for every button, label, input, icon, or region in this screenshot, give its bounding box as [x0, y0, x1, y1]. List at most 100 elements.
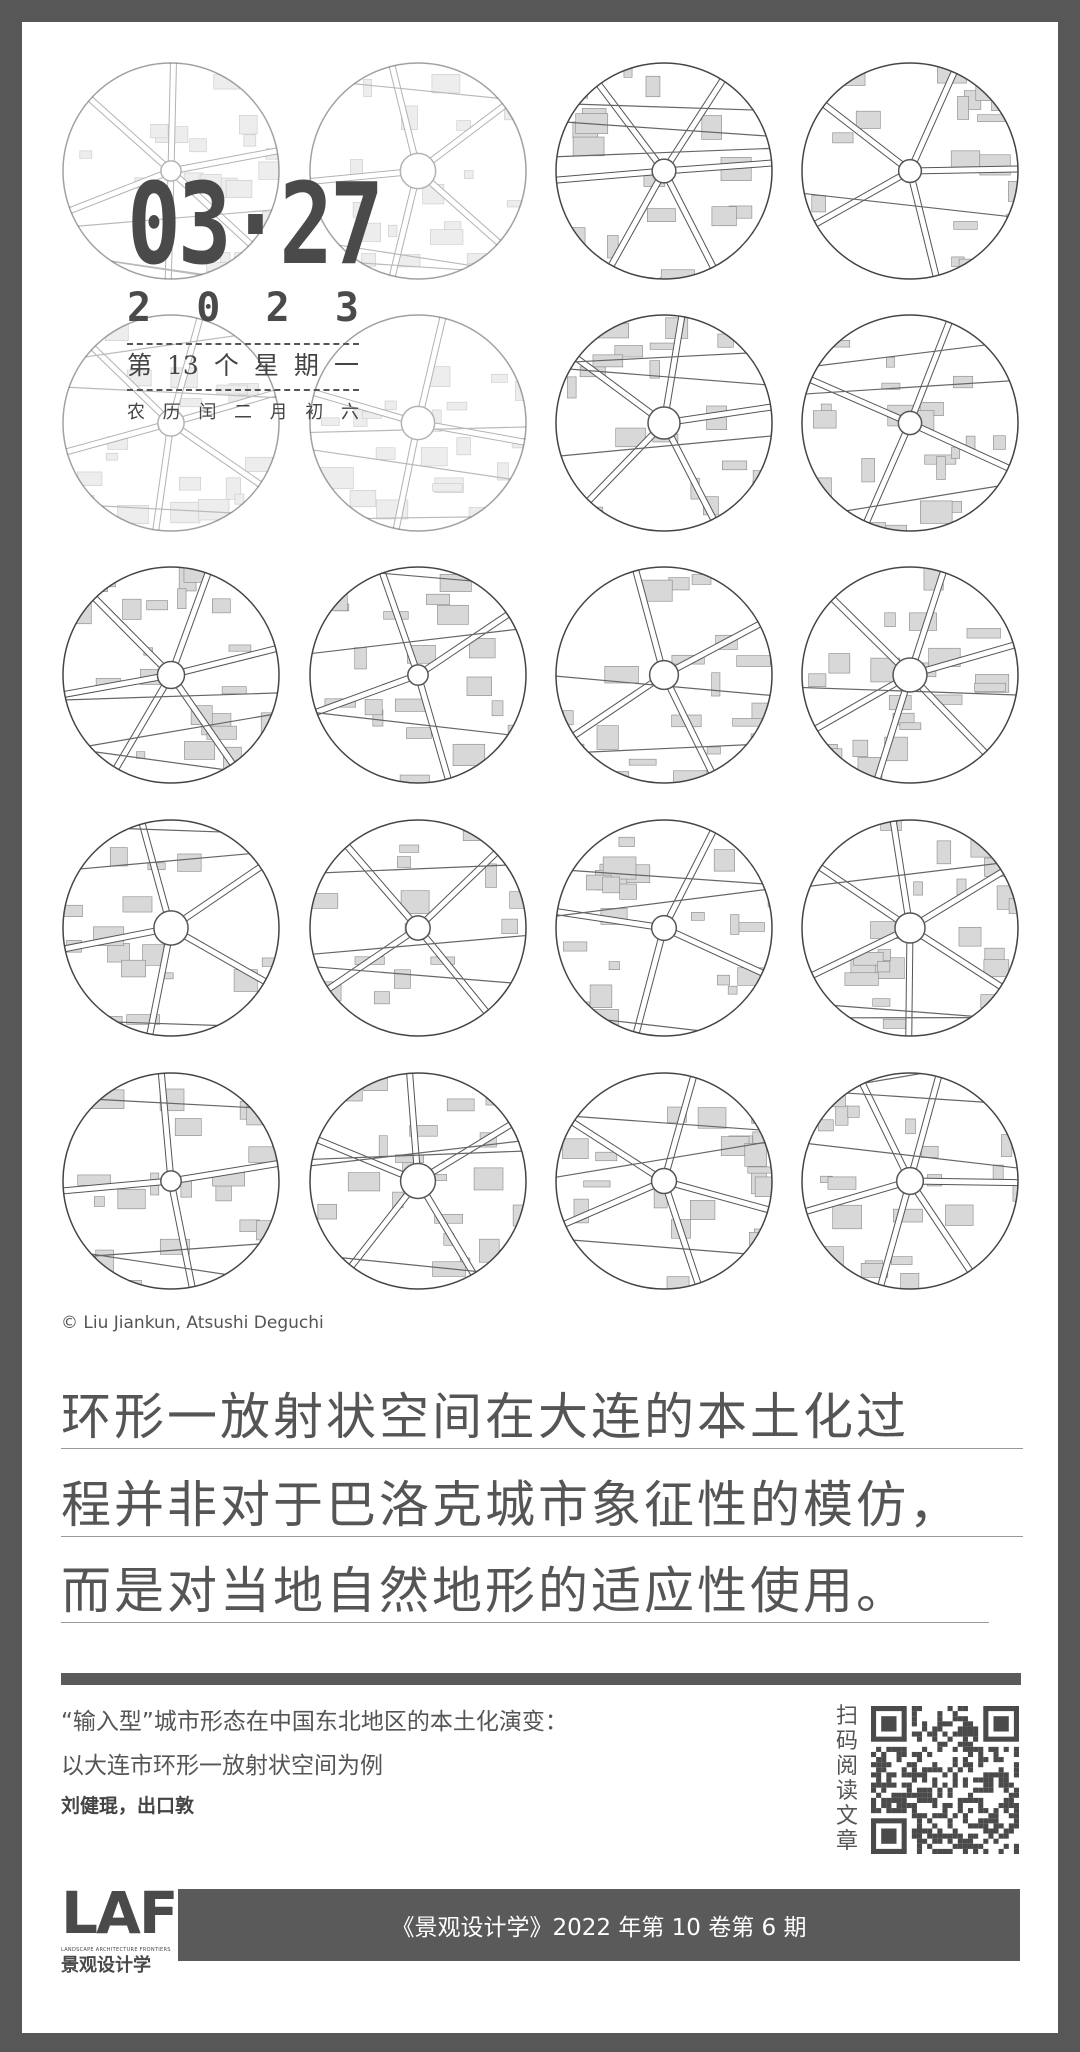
qr-finder [993, 1716, 1009, 1732]
qr-module [1013, 1848, 1019, 1854]
map-circle [802, 1073, 1018, 1289]
qr-module [988, 1828, 994, 1834]
lunar-char: 六 [340, 402, 359, 423]
qr-module [967, 1843, 974, 1849]
qr-module [916, 1751, 923, 1758]
qr-module [1003, 1833, 1009, 1839]
qr-label: 扫码阅读文章 [836, 1704, 859, 1854]
lunar-char: 历 [162, 402, 181, 423]
qr-module [952, 1711, 958, 1717]
qr-module [937, 1721, 943, 1727]
qr-module [1013, 1746, 1019, 1752]
qr-module [1013, 1792, 1019, 1798]
qr-module [927, 1792, 933, 1798]
qr-module [967, 1741, 974, 1747]
qr-module [901, 1797, 907, 1803]
qr-module [911, 1767, 917, 1773]
qr-module [1008, 1813, 1014, 1819]
year-digit: 2 [265, 285, 290, 331]
qr-module [993, 1751, 999, 1758]
qr-module [947, 1792, 953, 1798]
qr-module [932, 1838, 938, 1844]
qr-module [876, 1782, 882, 1788]
lunar-char: 农 [127, 402, 145, 423]
qr-module [922, 1772, 928, 1778]
qr-module [937, 1792, 943, 1798]
qr-module [993, 1808, 999, 1814]
qr-module [932, 1833, 938, 1839]
qr-module [937, 1711, 943, 1717]
qr-module [1013, 1787, 1019, 1793]
qr-module [962, 1706, 968, 1712]
qr-module [942, 1808, 948, 1814]
qr-module [957, 1716, 963, 1722]
map-circle-outline [801, 1072, 1019, 1290]
qr-module [998, 1823, 1004, 1829]
qr-module [973, 1797, 979, 1803]
map-circle-outline [801, 314, 1019, 532]
qr-module [962, 1757, 968, 1763]
qr-module [876, 1777, 882, 1783]
map-circle [310, 1073, 526, 1289]
qr-module [973, 1731, 979, 1737]
qr-module [1003, 1746, 1009, 1752]
quote-text: 而是对当地自然地形的适应性使用。 [61, 1560, 989, 1623]
qr-module [952, 1828, 958, 1834]
map-circle [310, 820, 526, 1036]
map-circle [802, 63, 1018, 279]
qr-module [957, 1706, 963, 1712]
qr-module [896, 1808, 902, 1814]
qr-module [1013, 1767, 1019, 1773]
qr-module [906, 1787, 912, 1793]
article-authors: 刘健琨，出口敦 [61, 1795, 195, 1817]
qr-module [1003, 1772, 1009, 1778]
qr-module [876, 1767, 882, 1773]
qr-code[interactable] [871, 1706, 1019, 1854]
qr-module [942, 1802, 948, 1809]
qr-module [1013, 1813, 1019, 1819]
qr-module [983, 1823, 989, 1829]
lunar-char: 初 [305, 402, 324, 423]
qr-module [916, 1828, 923, 1834]
qr-module [978, 1787, 984, 1793]
qr-module [881, 1797, 887, 1803]
journal-citation: 《景观设计学》2022 年第 10 卷第 6 期 [178, 1889, 1020, 1961]
qr-module [891, 1772, 897, 1778]
quote-text: 程并非对于巴洛克城市象征性的模仿， [61, 1474, 1023, 1537]
dashed-divider [127, 389, 359, 391]
qr-module [993, 1813, 999, 1819]
map-circle [556, 820, 772, 1036]
qr-module [988, 1777, 994, 1783]
map-circle [310, 63, 526, 279]
qr-module [911, 1706, 917, 1712]
qr-module [871, 1797, 877, 1803]
qr-module [916, 1792, 923, 1798]
qr-module [988, 1818, 994, 1824]
qr-module [952, 1813, 958, 1819]
qr-module [922, 1767, 928, 1773]
qr-module [881, 1757, 887, 1763]
qr-module [1013, 1818, 1019, 1824]
logo-mark: LAF [61, 1879, 178, 1947]
qr-module [942, 1833, 948, 1839]
qr-module [1013, 1772, 1019, 1778]
qr-module [881, 1751, 887, 1758]
qr-module [876, 1746, 882, 1752]
qr-module [922, 1746, 928, 1752]
qr-module [932, 1848, 938, 1854]
qr-module [937, 1741, 943, 1747]
map-circle [556, 63, 772, 279]
week-char: 个 [213, 351, 239, 380]
qr-module [952, 1772, 958, 1778]
qr-module [998, 1782, 1004, 1788]
qr-module [942, 1721, 948, 1727]
qr-module [957, 1833, 963, 1839]
qr-module [967, 1797, 974, 1803]
qr-module [993, 1828, 999, 1834]
qr-module [988, 1833, 994, 1839]
qr-module [1003, 1843, 1009, 1849]
qr-module [911, 1721, 917, 1727]
qr-module [973, 1746, 979, 1752]
qr-module [952, 1731, 958, 1737]
map-circle [63, 820, 279, 1036]
